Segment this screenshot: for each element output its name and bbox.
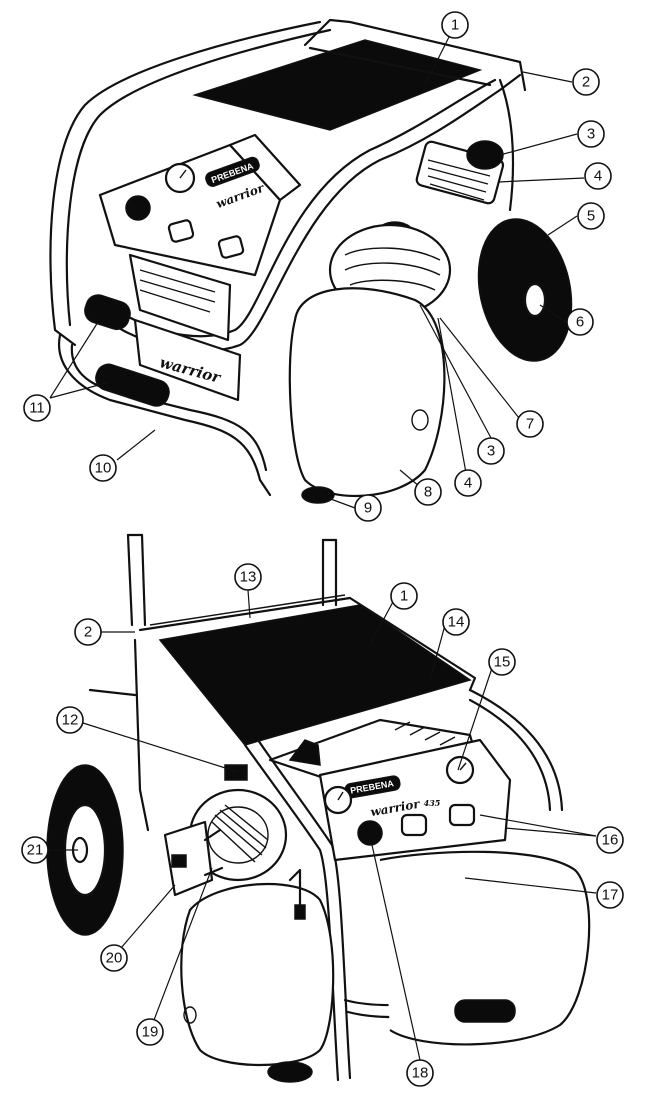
top-pad	[192, 39, 483, 131]
callout-label: 21	[27, 842, 44, 859]
callout-label: 3	[587, 126, 595, 143]
callout-label: 6	[576, 314, 584, 331]
air-tank	[288, 287, 446, 498]
callout-18: 18	[406, 1059, 434, 1087]
callouts-bottom	[48, 589, 597, 1061]
callout-label: 16	[602, 832, 619, 849]
tank-end-left	[180, 882, 335, 1067]
telescopic-handle	[126, 533, 338, 627]
callout-20: 20	[100, 944, 128, 972]
callout-2: 2	[572, 68, 600, 96]
frame-right-upright	[498, 78, 515, 212]
grip-handle-upper	[84, 294, 131, 331]
callout-1: 1	[441, 11, 469, 39]
rubber-foot	[301, 486, 335, 504]
tank-body	[379, 850, 591, 1046]
callout-label: 14	[448, 614, 465, 631]
wheel-hub	[523, 282, 547, 318]
pressure-knob	[125, 195, 151, 221]
frame-left-rear	[133, 638, 150, 832]
callout-17: 17	[596, 881, 624, 909]
frame-lower-loop	[58, 333, 272, 497]
callout-label: 15	[494, 654, 511, 671]
regulator-knob	[357, 820, 383, 846]
callout-9: 9	[354, 494, 382, 522]
callout-label: 13	[240, 569, 257, 586]
foot-left	[267, 1061, 313, 1083]
callout-label: 7	[526, 416, 534, 433]
callout-label: 18	[412, 1065, 429, 1082]
callout-3: 3	[577, 120, 605, 148]
callout-label: 2	[582, 74, 590, 91]
callout-label: 20	[106, 950, 123, 967]
callout-label: 1	[451, 17, 459, 34]
callout-12: 12	[56, 706, 84, 734]
frame-rear	[303, 18, 527, 92]
foot-front	[454, 999, 516, 1023]
callout-label: 10	[95, 460, 112, 477]
callout-label: 4	[464, 475, 472, 492]
callout-label: 17	[602, 887, 619, 904]
top-pad-rear	[158, 604, 472, 746]
callout-label: 19	[142, 1024, 159, 1041]
frame-right-rear	[468, 688, 564, 812]
callout-13: 13	[234, 563, 262, 591]
quick-coupling-1	[400, 813, 428, 837]
callout-21: 21	[21, 836, 49, 864]
callout-4b: 4	[454, 469, 482, 497]
air-filter-top	[466, 140, 504, 170]
callout-3b: 3	[477, 437, 505, 465]
callout-8: 8	[414, 478, 442, 506]
callout-14: 14	[442, 608, 470, 636]
switch-box	[163, 820, 214, 897]
callout-5: 5	[577, 202, 605, 230]
callout-label: 3	[487, 443, 495, 460]
callout-label: 5	[587, 208, 595, 225]
callout-19: 19	[136, 1018, 164, 1046]
grip-handle-lower	[95, 363, 170, 407]
callouts-top	[49, 24, 585, 509]
callout-10: 10	[89, 454, 117, 482]
callout-16: 16	[596, 826, 624, 854]
callout-7: 7	[516, 410, 544, 438]
quick-coupling-2	[448, 803, 476, 827]
callout-label: 9	[364, 500, 372, 517]
callout-11: 11	[23, 394, 51, 422]
callout-label: 4	[594, 168, 602, 185]
callout-label: 1	[400, 588, 408, 605]
frame-left-tube	[49, 20, 322, 347]
callout-4: 4	[584, 162, 612, 190]
callout-2b: 2	[74, 618, 102, 646]
callout-label: 8	[424, 484, 432, 501]
callout-label: 2	[84, 624, 92, 641]
wheel	[477, 218, 573, 362]
callout-label: 12	[62, 712, 79, 729]
callout-label: 11	[29, 400, 45, 417]
callout-15: 15	[488, 648, 516, 676]
compressor-rear-view: PREBENA warrior 435 PREBENA warrior 435	[46, 533, 591, 1083]
rear-panel-model-number: 435	[424, 798, 441, 808]
callout-1b: 1	[390, 582, 418, 610]
compressor-front-view: PREBENA warrior warrior	[49, 18, 573, 504]
callout-6: 6	[566, 308, 594, 336]
